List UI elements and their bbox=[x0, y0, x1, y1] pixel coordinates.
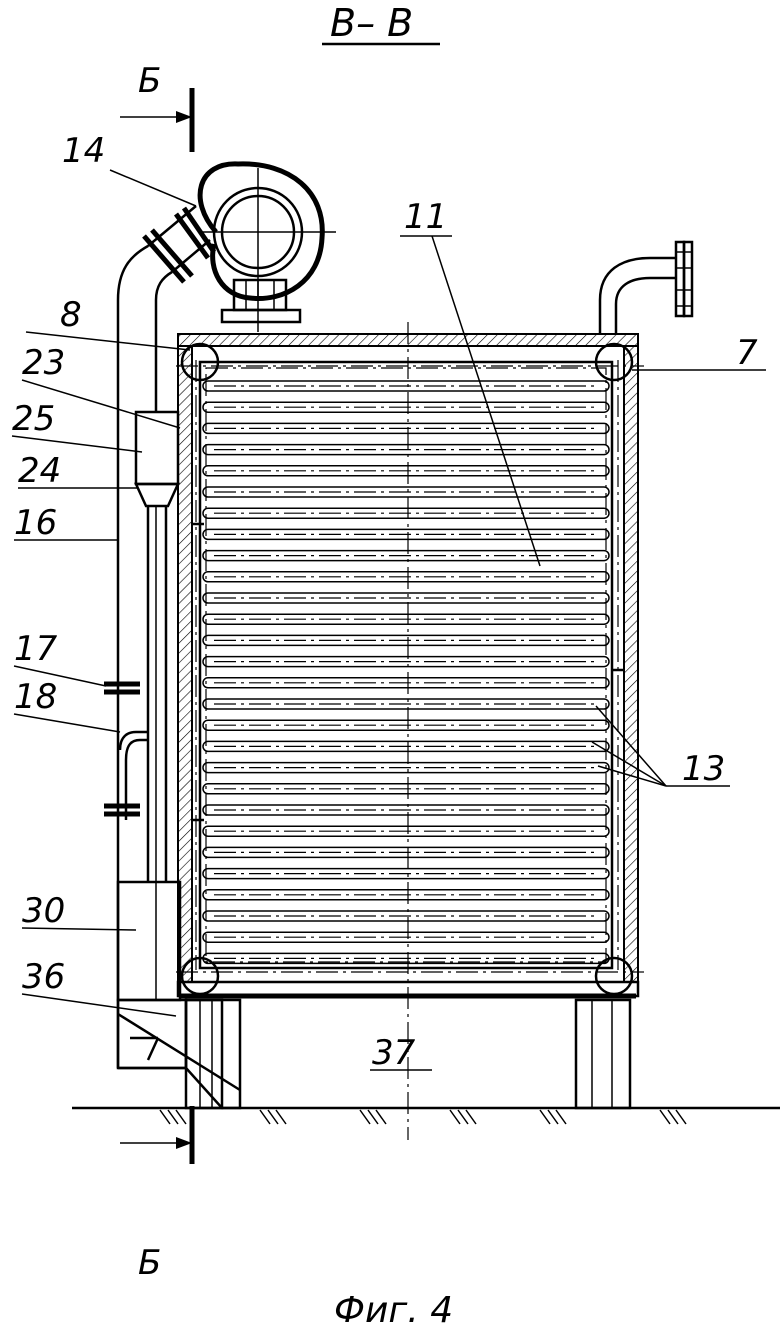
header-circles bbox=[176, 342, 644, 996]
section-title: В– В bbox=[330, 1, 413, 45]
callout-13: 13 bbox=[682, 749, 725, 789]
outlet-pipe-right bbox=[598, 240, 694, 334]
tube-rows-13 bbox=[202, 380, 610, 965]
support-legs bbox=[184, 998, 632, 1110]
callout-23: 23 bbox=[22, 343, 65, 383]
heat-exchanger-housing bbox=[176, 333, 640, 999]
callout-25: 25 bbox=[12, 399, 55, 439]
section-mark-top: Б bbox=[120, 61, 195, 152]
callout-30: 30 bbox=[22, 891, 65, 931]
callout-11: 11 bbox=[404, 197, 447, 237]
svg-text:Б: Б bbox=[138, 61, 161, 101]
callout-18: 18 bbox=[14, 677, 57, 717]
svg-text:Б: Б bbox=[138, 1243, 161, 1283]
callout-16: 16 bbox=[14, 503, 57, 543]
callout-17: 17 bbox=[14, 629, 58, 669]
callout-7: 7 bbox=[736, 333, 758, 373]
figure-caption: Фиг. 4 bbox=[334, 1290, 453, 1331]
callout-24: 24 bbox=[18, 451, 61, 491]
callout-8: 8 bbox=[60, 295, 82, 335]
callout-36: 36 bbox=[22, 957, 65, 997]
leader-lines bbox=[11, 169, 766, 1071]
section-mark-bottom: Б bbox=[120, 1106, 195, 1283]
callout-14: 14 bbox=[62, 131, 105, 171]
callout-37: 37 bbox=[372, 1033, 416, 1073]
cyclone-column bbox=[104, 312, 624, 1068]
ground-line bbox=[72, 1106, 780, 1125]
fan-blower-14 bbox=[197, 161, 336, 332]
duct-elbow bbox=[116, 205, 217, 312]
